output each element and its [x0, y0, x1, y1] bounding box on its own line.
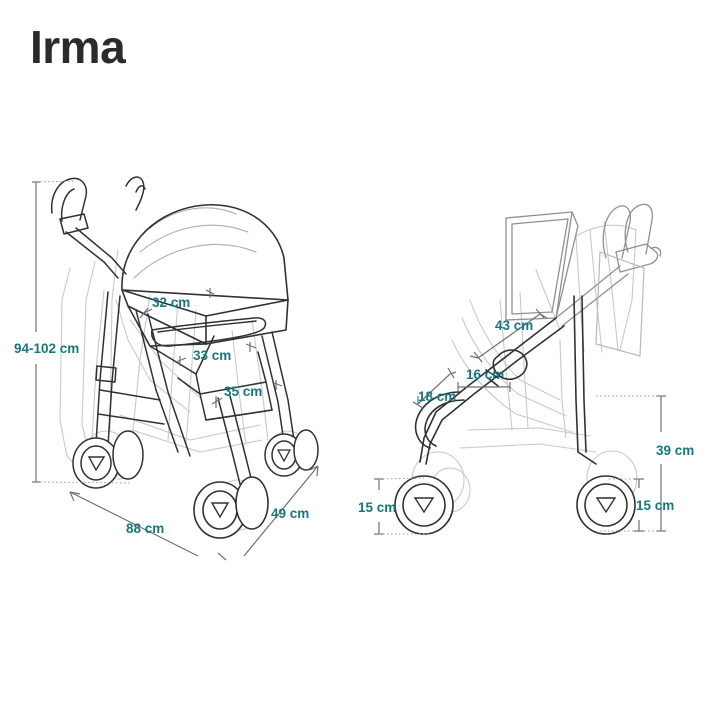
side-view-wheels — [394, 475, 636, 535]
wheel-logo-triangle — [276, 449, 292, 463]
dim-label-overall-length: 88 cm — [126, 521, 164, 536]
front-handle-outline — [50, 176, 146, 279]
side-view-drawing — [394, 203, 662, 535]
dim-label-seat-width: 33 cm — [193, 348, 231, 363]
side-view-dimension-lines — [374, 308, 666, 535]
dim-label-front-wheel-height: 15 cm — [358, 500, 396, 515]
dim-label-footrest-width: 35 cm — [224, 384, 262, 399]
canopy-outline — [121, 204, 289, 345]
front-canopy-seams — [133, 207, 257, 279]
extension-lines — [35, 180, 133, 484]
page-title: Irma — [30, 21, 126, 73]
front-view-drawing — [50, 176, 319, 539]
dim-label-overall-height: 94-102 cm — [14, 341, 79, 356]
front-view-wheels — [72, 429, 319, 539]
dim-label-overall-width: 49 cm — [271, 506, 309, 521]
side-fabric-panel — [595, 251, 645, 357]
dim-label-bumper-depth: 16 cm — [466, 367, 504, 382]
dim-label-seat-depth: 43 cm — [495, 318, 533, 333]
dim-label-rear-wheel-height: 15 cm — [636, 498, 674, 513]
seat-frame-outline — [95, 291, 295, 485]
side-frame-outline — [414, 295, 597, 465]
side-seat-back — [505, 211, 579, 321]
dim-label-front-overhang: 18 cm — [418, 389, 456, 404]
dim-label-rear-frame-height: 39 cm — [656, 443, 694, 458]
wheel-logo-triangle — [413, 497, 435, 514]
dim-label-canopy-width: 32 cm — [152, 295, 190, 310]
wheel-logo-triangle — [87, 456, 106, 472]
side-view-ghost-lines — [411, 221, 638, 513]
front-view-dimension-lines — [32, 180, 319, 561]
wheel-logo-triangle — [210, 502, 230, 519]
side-handle-outline — [555, 203, 662, 327]
wheel-logo-triangle — [595, 497, 617, 514]
